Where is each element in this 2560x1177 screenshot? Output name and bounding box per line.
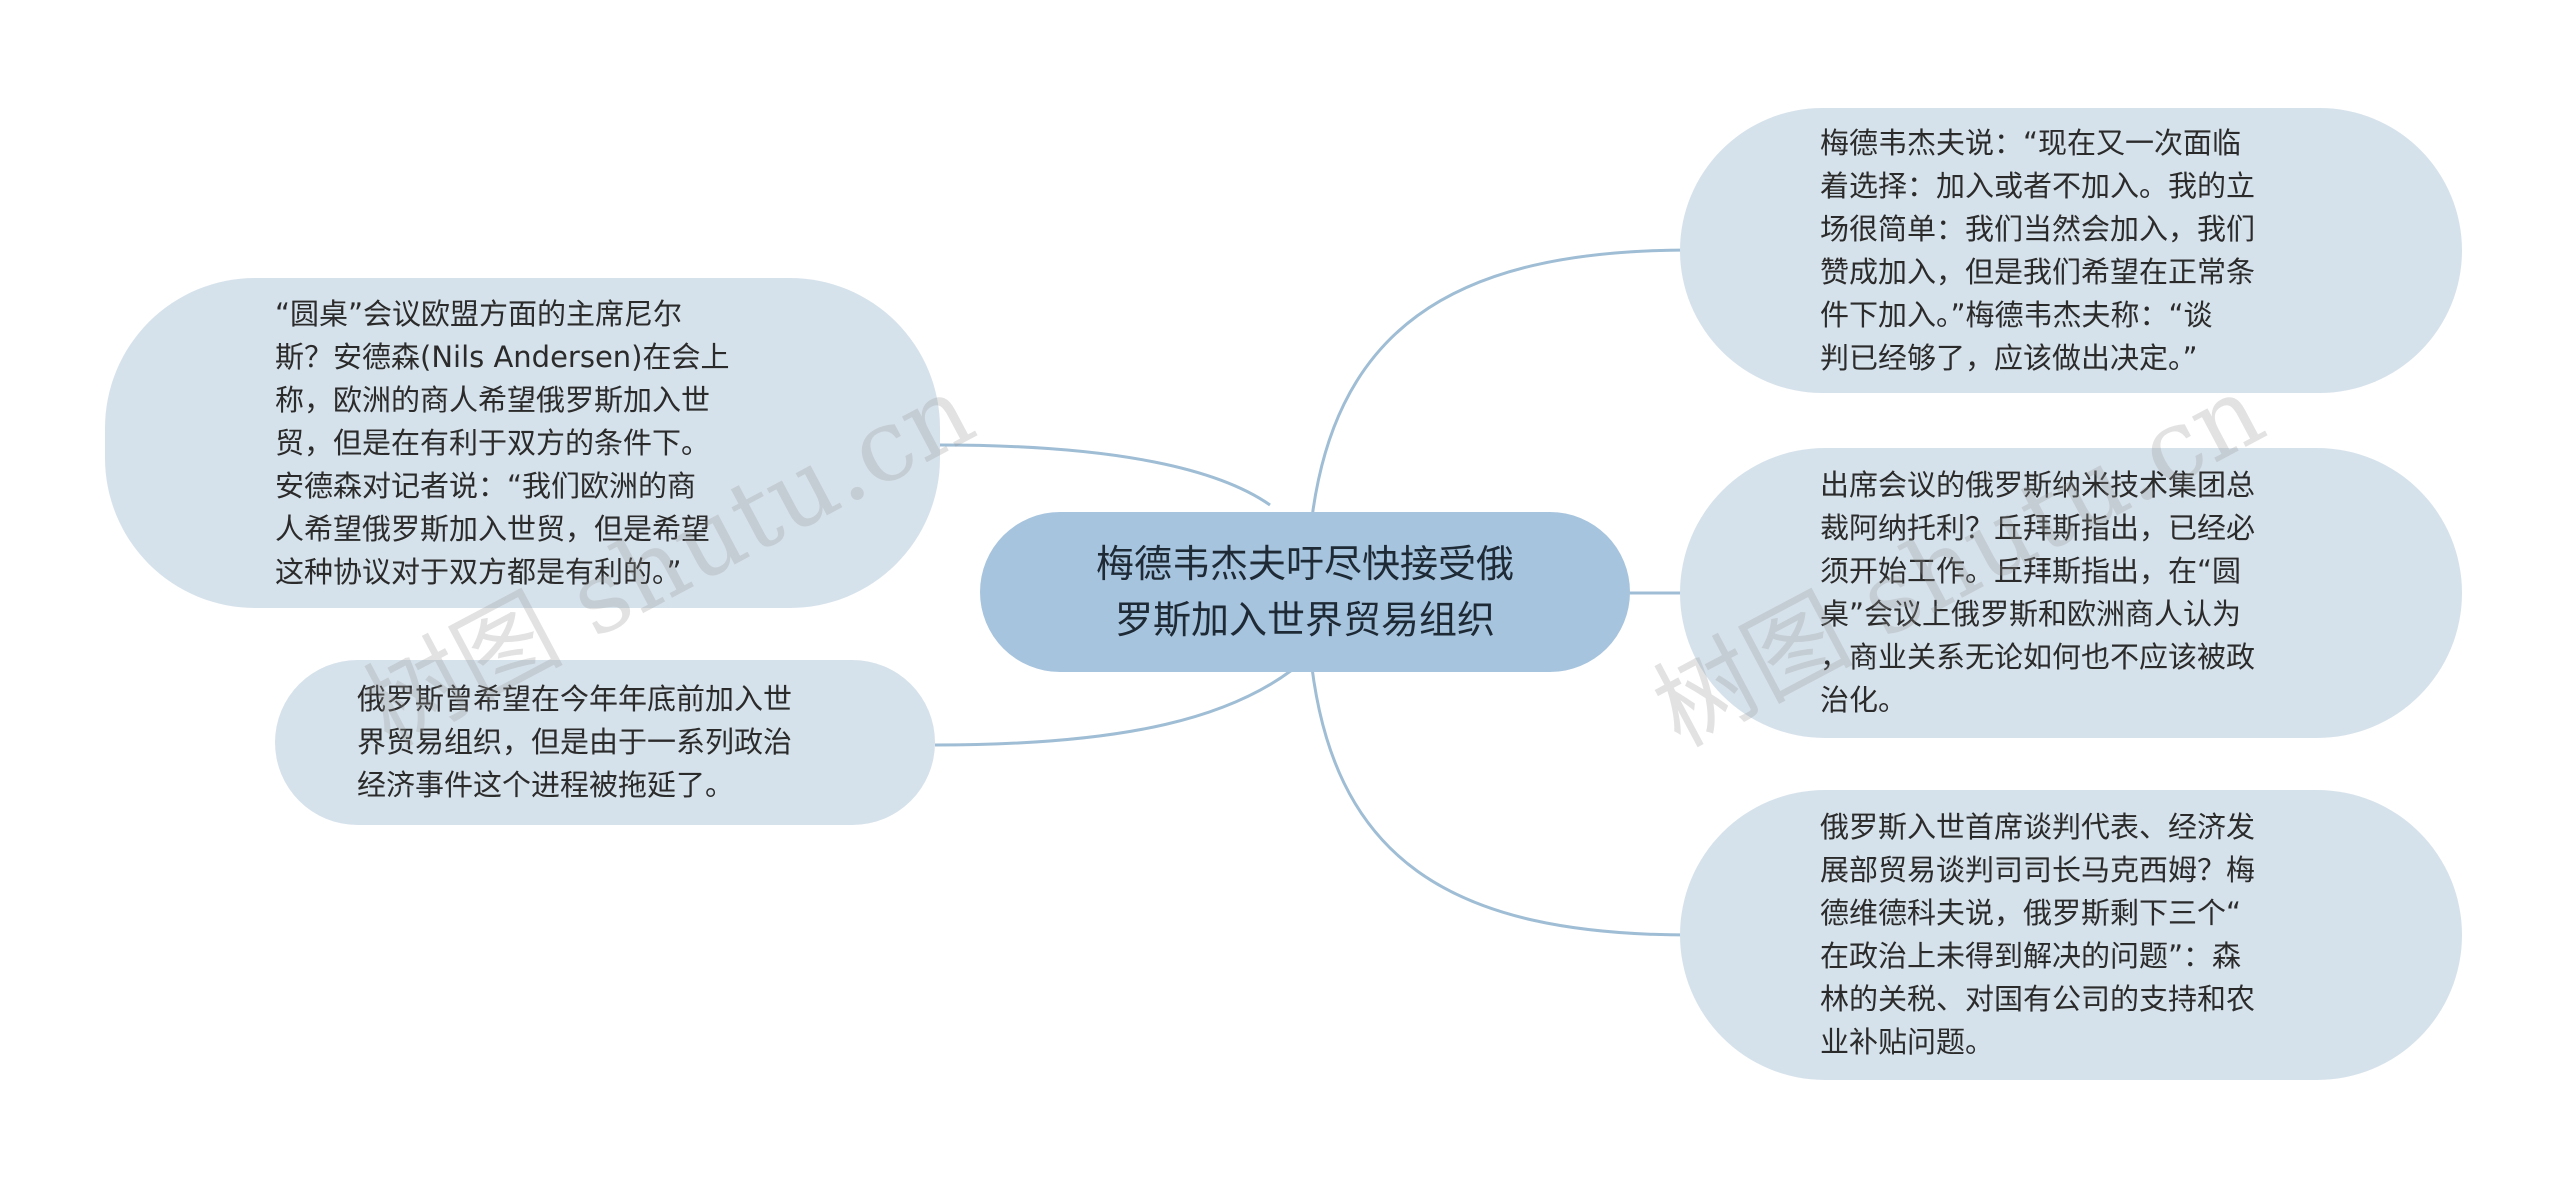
topic-node-right-top[interactable]: 梅德韦杰夫说：“现在又一次面临 着选择：加入或者不加入。我的立 场很简单：我们当… (1680, 108, 2462, 393)
central-topic-node[interactable]: 梅德韦杰夫吁尽快接受俄 罗斯加入世界贸易组织 (980, 512, 1630, 672)
topic-node-left-top[interactable]: “圆桌”会议欧盟方面的主席尼尔 斯？安德森(Nils Andersen)在会上 … (105, 278, 940, 608)
topic-text: “圆桌”会议欧盟方面的主席尼尔 斯？安德森(Nils Andersen)在会上 … (275, 296, 730, 589)
topic-node-right-middle[interactable]: 出席会议的俄罗斯纳米技术集团总 裁阿纳托利？丘拜斯指出，已经必 须开始工作。丘拜… (1680, 448, 2462, 738)
topic-text: 梅德韦杰夫说：“现在又一次面临 着选择：加入或者不加入。我的立 场很简单：我们当… (1820, 125, 2256, 375)
central-topic-text: 梅德韦杰夫吁尽快接受俄 罗斯加入世界贸易组织 (1095, 542, 1514, 642)
connector-left-top (939, 443, 1271, 507)
connector-right-bottom (1308, 649, 1691, 937)
connector-left-bottom (934, 653, 1312, 747)
topic-text: 俄罗斯入世首席谈判代表、经济发 展部贸易谈判司司长马克西姆？梅 德维德科夫说，俄… (1820, 810, 2256, 1059)
topic-node-right-bottom[interactable]: 俄罗斯入世首席谈判代表、经济发 展部贸易谈判司司长马克西姆？梅 德维德科夫说，俄… (1680, 790, 2462, 1080)
connector-right-top (1308, 248, 1691, 536)
topic-text: 出席会议的俄罗斯纳米技术集团总 裁阿纳托利？丘拜斯指出，已经必 须开始工作。丘拜… (1820, 468, 2256, 717)
topic-node-left-bottom[interactable]: 俄罗斯曾希望在今年年底前加入世 界贸易组织，但是由于一系列政治 经济事件这个进程… (275, 660, 935, 825)
topic-text: 俄罗斯曾希望在今年年底前加入世 界贸易组织，但是由于一系列政治 经济事件这个进程… (357, 682, 793, 802)
